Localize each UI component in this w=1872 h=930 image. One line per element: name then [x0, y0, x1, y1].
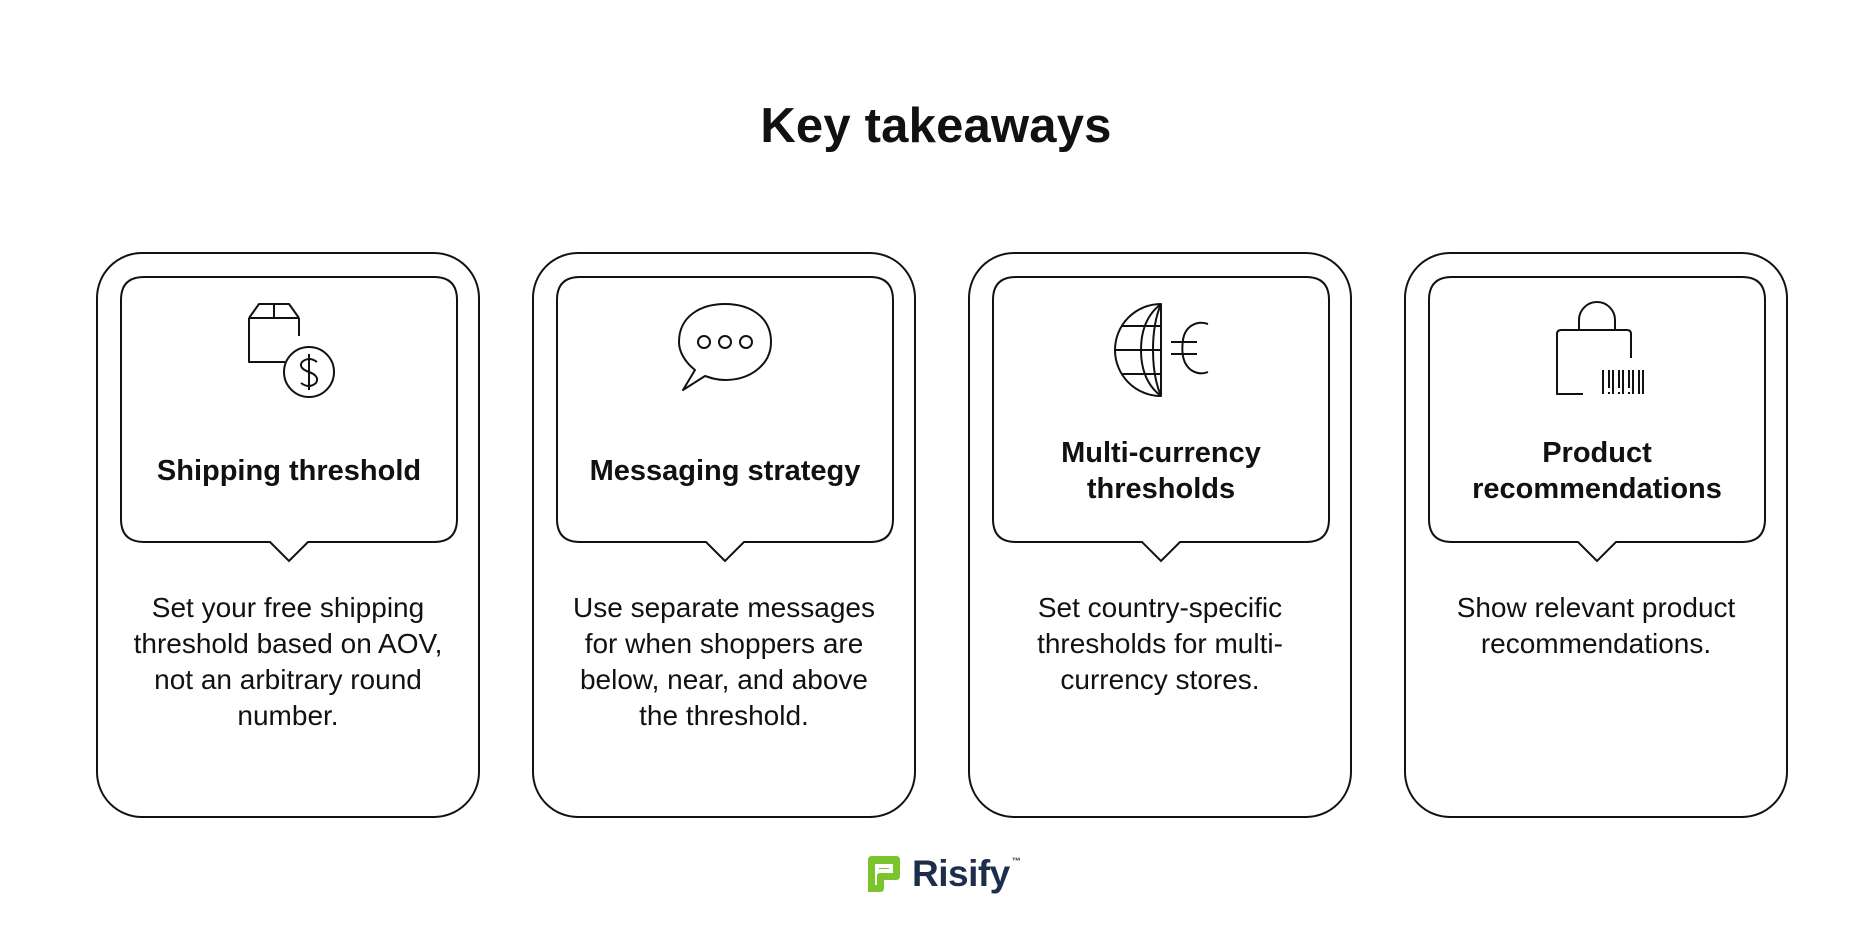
card-product-recommendations: Product recommendations Show relevant pr…: [1404, 252, 1788, 818]
bubble-frame: [1428, 276, 1766, 563]
globe-euro-icon: [1114, 303, 1209, 397]
card-header-bubble: Product recommendations: [1428, 276, 1766, 563]
card-description: Show relevant product recommendations.: [1456, 592, 1736, 659]
speech-bubble-icon: [678, 303, 772, 391]
card-description: Set your free shipping threshold based o…: [133, 592, 443, 731]
page-title: Key takeaways: [760, 99, 1112, 153]
bubble-frame: [556, 276, 894, 563]
card-multi-currency-thresholds: Multi-currency thresholds Set country-sp…: [968, 252, 1352, 818]
takeaway-cards: Shipping threshold Set your free shippin…: [96, 252, 1788, 821]
risify-logo-mark: [868, 856, 900, 892]
card-description: Use separate messages for when shoppers …: [573, 592, 875, 731]
card-heading: Multi-currency thresholds: [1061, 437, 1261, 505]
brand-name: Risify: [912, 853, 1010, 894]
package-dollar-icon: [248, 303, 335, 398]
card-heading: Product recommendations: [1472, 437, 1722, 505]
risify-logo: Risify ™: [864, 852, 1021, 896]
bubble-frame: [992, 276, 1330, 563]
shopping-bag-barcode-icon: [1556, 301, 1644, 395]
trademark-symbol: ™: [1011, 856, 1021, 866]
card-header-bubble: Shipping threshold: [120, 276, 458, 563]
card-header-bubble: Messaging strategy: [556, 276, 894, 563]
card-heading: Messaging strategy: [589, 455, 861, 487]
card-heading: Shipping threshold: [156, 455, 422, 487]
card-shipping-threshold: Shipping threshold Set your free shippin…: [96, 252, 480, 818]
card-messaging-strategy: Messaging strategy Use separate messages…: [532, 252, 916, 818]
card-description: Set country-specific thresholds for mult…: [1037, 592, 1283, 695]
card-header-bubble: Multi-currency thresholds: [992, 276, 1330, 563]
bubble-frame: [120, 276, 458, 563]
